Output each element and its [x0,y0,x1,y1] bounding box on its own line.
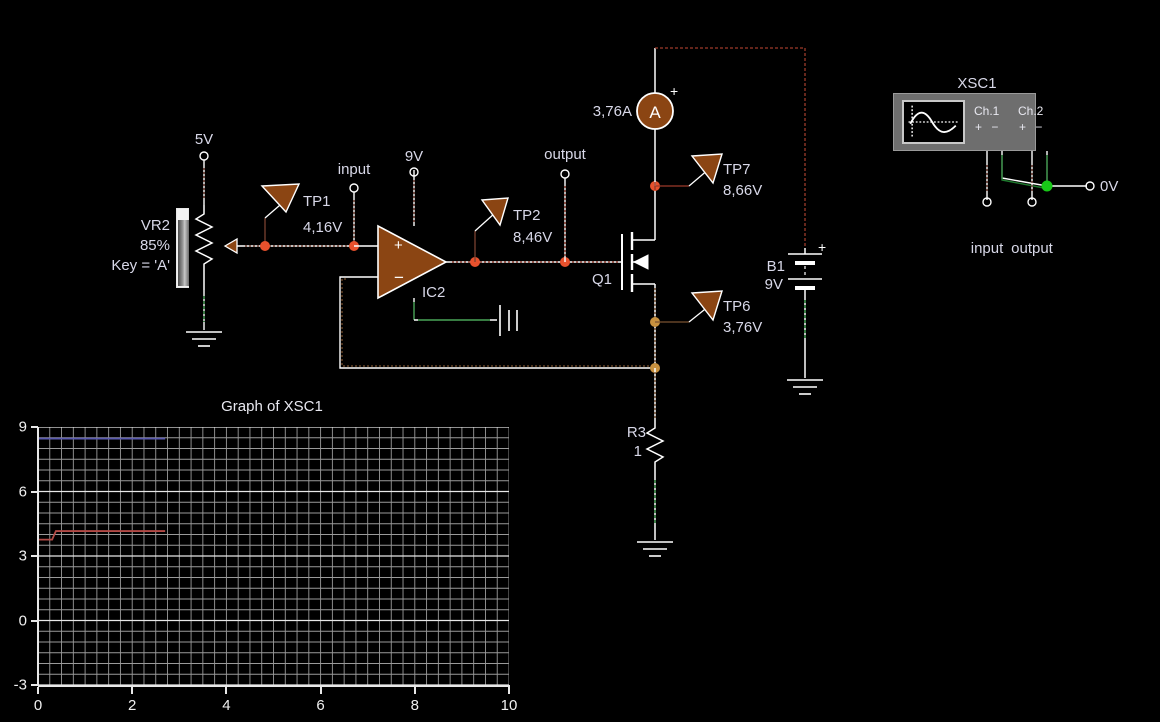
wire-overlay-feedback [341,278,650,367]
graph-x-axis [38,685,510,687]
junction-node-tp1 [260,241,270,251]
scope-ch1-terminals[interactable]: + − [975,120,1002,134]
oscilloscope-xsc1[interactable]: Ch.1 + − Ch.2 + − [893,93,1043,151]
potentiometer-body[interactable] [194,205,214,290]
graph-x-tick-label: 10 [500,697,518,714]
terminal-node-scope-output[interactable] [1027,197,1037,207]
graph-x-tick [37,687,39,694]
probe-tp7-icon[interactable] [690,153,723,185]
label-r3-value: 1 [633,443,642,460]
label-terminal-9v: 9V [404,148,424,165]
graph-y-tick [31,684,38,686]
graph-y-tick [31,619,38,622]
junction-node-0v [1041,180,1053,192]
scope-ch2-terminals[interactable]: + − [1019,120,1046,134]
opamp-minus-sign: − [394,268,404,287]
probe-tp1-icon[interactable] [260,183,301,214]
wire-tp2-lead [474,212,496,232]
graph-x-tick-label: 0 [33,697,43,714]
graph-x-tick-label: 4 [222,697,231,714]
reference-symbol [499,305,518,336]
potentiometer-slider-thumb[interactable] [178,219,189,286]
label-tp7-ref: TP7 [723,161,751,178]
graph-y-tick-label: -3 [13,676,27,694]
terminal-node-5v[interactable] [199,151,209,161]
battery-b1[interactable] [788,248,822,378]
potentiometer-wiper-arrow[interactable] [223,237,238,255]
terminal-node-0v[interactable] [1085,181,1095,191]
graph-panel: Graph of XSC1 -3 0 3 6 9 0 2 4 6 8 10 [0,392,540,722]
graph-y-tick [31,426,38,428]
oscilloscope-screen [902,100,965,144]
label-tp1-value: 4,16V [303,219,343,236]
oscilloscope-waveform-icon [908,105,958,139]
label-ammeter-reading: 3,76A [592,103,632,120]
graph-x-tick-label: 8 [410,697,419,714]
graph-y-axis [37,427,39,685]
label-terminal-output: output [544,146,586,163]
terminal-node-output[interactable] [560,169,570,179]
graph-title: Graph of XSC1 [221,398,323,415]
label-xsc1-ref: XSC1 [957,75,997,92]
graph-series-line-1 [38,530,166,541]
ammeter-glyph: A [649,103,661,122]
graph-x-tick [319,687,322,694]
label-scope-probe-output: output [1011,240,1053,257]
label-terminal-input: input [337,161,371,178]
graph-x-tick [225,687,228,694]
terminal-node-input[interactable] [349,183,359,193]
label-r3-ref: R3 [626,424,646,441]
label-tp2-ref: TP2 [513,207,541,224]
ground-symbol-battery [787,379,823,395]
scope-ch2-label: Ch.2 [1018,104,1044,118]
graph-y-tick-label: 3 [18,547,27,565]
wire-top-loop-to-battery [655,47,806,248]
graph-x-tick-label: 6 [316,697,325,714]
terminal-node-9v[interactable] [409,167,419,177]
opamp-body[interactable] [377,224,448,300]
label-terminal-5v: 5V [194,131,214,148]
label-tp1-ref: TP1 [303,193,331,210]
graph-x-tick [413,687,416,694]
ground-symbol-r3 [637,541,673,557]
graph-y-tick-label: 6 [18,483,27,500]
label-b1-ref: B1 [766,258,785,275]
resistor-r3-body[interactable] [645,424,665,540]
label-q1-ref: Q1 [592,271,613,288]
graph-svg [38,427,509,685]
label-tp7-value: 8,66V [723,182,763,199]
label-vr2-value: 85% [139,237,170,254]
mosfet-q1[interactable] [621,186,656,372]
graph-plot-area [38,427,509,685]
graph-y-tick-label: 9 [18,418,27,436]
probe-tp2-icon[interactable] [480,197,509,227]
graph-y-tick [31,490,38,493]
wire-feedback-loop [339,276,655,369]
graph-x-tick [131,687,134,694]
label-scope-probe-input: input [970,240,1004,257]
graph-y-tick-label: 0 [18,612,27,629]
opamp-plus-sign: + [394,237,403,254]
label-tp2-value: 8,46V [513,229,553,246]
label-vr2-ref: VR2 [140,217,170,234]
label-terminal-0v: 0V [1100,178,1119,195]
potentiometer-slider-track[interactable] [176,208,189,288]
label-tp6-ref: TP6 [723,298,751,315]
scope-ch1-label: Ch.1 [974,104,1000,118]
label-ic2-ref: IC2 [422,284,446,301]
label-vr2-key: Key = 'A' [111,257,170,274]
terminal-node-scope-input[interactable] [982,197,992,207]
graph-x-tick-label: 2 [128,697,137,714]
graph-x-tick [508,687,510,694]
label-tp6-value: 3,76V [723,319,763,336]
label-b1-value: 9V [764,276,783,293]
battery-polarity-plus: + [818,239,826,255]
wire-overlay-ch1-minus [1001,155,1045,189]
probe-tp6-icon[interactable] [690,290,723,322]
ammeter-polarity-plus: + [670,83,678,99]
graph-y-tick [31,555,38,557]
ground-symbol-left [186,331,222,347]
